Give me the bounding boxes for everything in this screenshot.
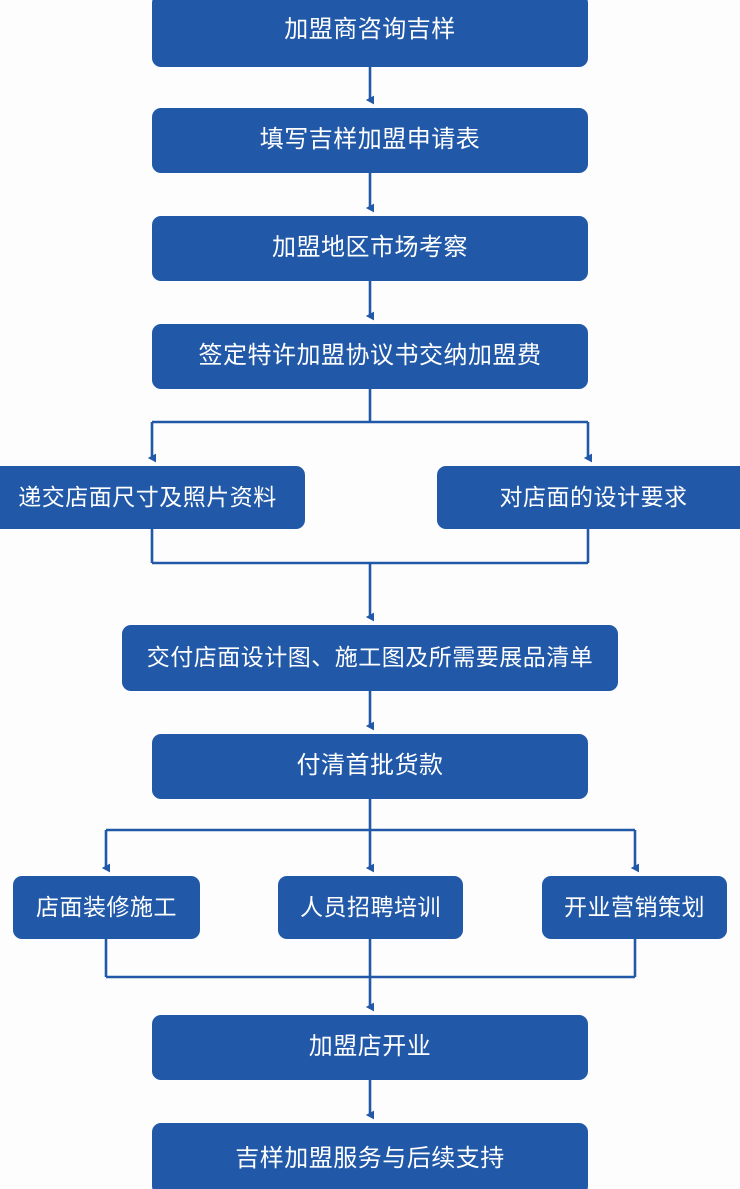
node-label: 店面装修施工 bbox=[36, 893, 177, 920]
node-inquiry[interactable]: 加盟商咨询吉样 bbox=[152, 0, 588, 67]
node-deliver-design-docs[interactable]: 交付店面设计图、施工图及所需要展品清单 bbox=[122, 625, 618, 691]
node-store-opening[interactable]: 加盟店开业 bbox=[152, 1015, 588, 1080]
node-pay-first-order[interactable]: 付清首批货款 bbox=[152, 734, 588, 799]
node-label: 对店面的设计要求 bbox=[499, 483, 688, 510]
node-application-form[interactable]: 填写吉样加盟申请表 bbox=[152, 108, 588, 173]
node-sign-agreement[interactable]: 签定特许加盟协议书交纳加盟费 bbox=[152, 324, 588, 389]
node-market-survey[interactable]: 加盟地区市场考察 bbox=[152, 216, 588, 281]
node-label: 填写吉样加盟申请表 bbox=[259, 126, 481, 154]
node-label: 加盟地区市场考察 bbox=[272, 234, 468, 262]
node-staff-recruitment[interactable]: 人员招聘培训 bbox=[278, 876, 463, 939]
node-label: 吉样加盟服务与后续支持 bbox=[235, 1144, 505, 1172]
node-label: 签定特许加盟协议书交纳加盟费 bbox=[198, 342, 542, 370]
node-label: 加盟商咨询吉样 bbox=[284, 16, 456, 44]
node-opening-marketing[interactable]: 开业营销策划 bbox=[542, 876, 727, 939]
node-label: 人员招聘培训 bbox=[300, 893, 441, 920]
node-label: 交付店面设计图、施工图及所需要展品清单 bbox=[146, 644, 594, 671]
node-label: 付清首批货款 bbox=[296, 752, 444, 780]
node-label: 开业营销策划 bbox=[564, 893, 705, 920]
node-label: 加盟店开业 bbox=[308, 1033, 432, 1061]
node-store-decoration[interactable]: 店面装修施工 bbox=[13, 876, 200, 939]
node-store-design-requirements[interactable]: 对店面的设计要求 bbox=[437, 466, 740, 529]
node-label: 递交店面尺寸及照片资料 bbox=[18, 483, 277, 510]
node-submit-store-info[interactable]: 递交店面尺寸及照片资料 bbox=[0, 466, 305, 529]
node-ongoing-support[interactable]: 吉样加盟服务与后续支持 bbox=[152, 1123, 588, 1189]
